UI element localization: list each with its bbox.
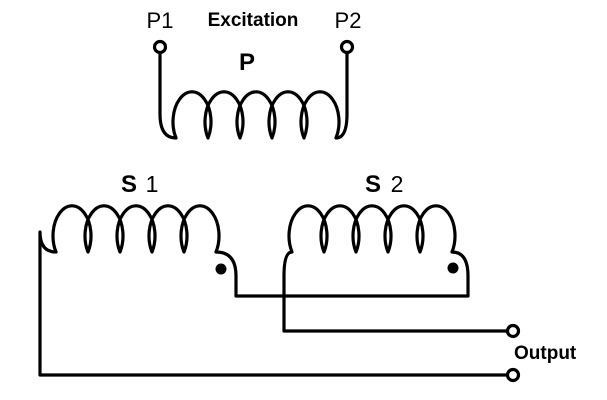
polarity-dot-s2 bbox=[447, 262, 459, 274]
terminal-output-top bbox=[505, 323, 521, 339]
label-s2-number: 2 bbox=[391, 171, 404, 197]
secondary-circuit-wire bbox=[38, 204, 508, 377]
label-output: Output bbox=[514, 343, 577, 364]
label-primary-coil: P bbox=[239, 49, 255, 76]
primary-coil-wire bbox=[158, 51, 349, 140]
label-s1-number: 1 bbox=[146, 171, 159, 197]
label-excitation: Excitation bbox=[208, 10, 299, 31]
polarity-dot-s1 bbox=[215, 263, 227, 275]
label-p2: P2 bbox=[335, 8, 362, 33]
terminal-output-bottom bbox=[505, 367, 521, 383]
terminal-p2 bbox=[339, 39, 355, 55]
label-s1-letter: S bbox=[121, 171, 137, 198]
label-s2-letter: S bbox=[365, 171, 381, 198]
terminal-p1 bbox=[152, 39, 168, 55]
label-p1: P1 bbox=[147, 8, 174, 33]
